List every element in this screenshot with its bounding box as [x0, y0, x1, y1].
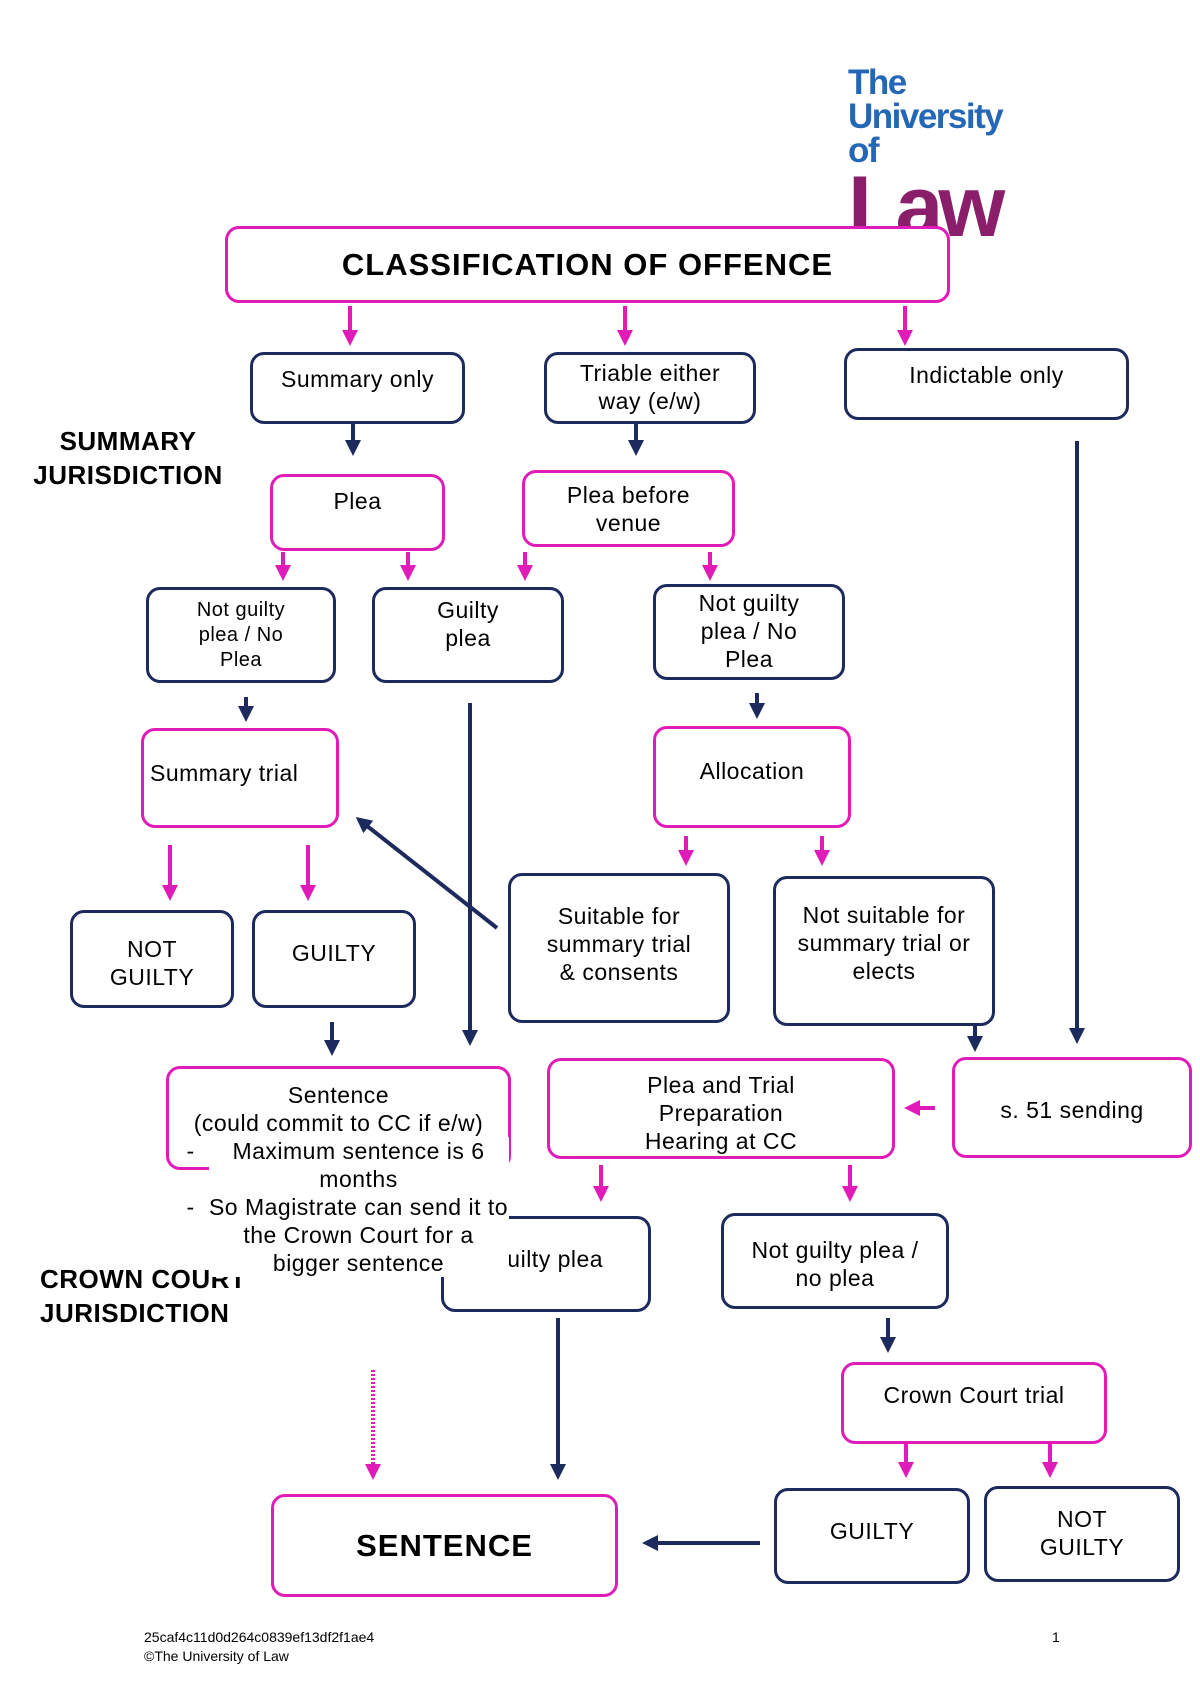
not-guilty-magistrates-node: NOT GUILTY [70, 910, 234, 1008]
sentence-magistrates-bullet-2: -So Magistrate can send it to the Crown … [186, 1194, 509, 1276]
guilty-magistrates-label: GUILTY [291, 940, 377, 966]
allocation-label: Allocation [699, 758, 805, 784]
footer-doc-id: 25caf4c11d0d264c0839ef13df2f1ae4 [144, 1629, 375, 1645]
allocation-node: Allocation [653, 726, 851, 828]
not-guilty-no-plea-summary-node: Not guilty plea / No Plea [146, 587, 336, 683]
classification-of-offence-node: CLASSIFICATION OF OFFENCE [225, 226, 950, 303]
sentence-magistrates-node: Sentence (could commit to CC if e/w) -Ma… [166, 1066, 511, 1277]
not-suitable-for-summary-trial-node: Not suitable for summary trial or elects [773, 876, 995, 1026]
not-guilty-no-plea-summary-label: Not guilty plea / No Plea [196, 599, 286, 671]
sentence-magistrates-title: Sentence (could commit to CC if e/w) [193, 1082, 484, 1136]
crown-court-trial-node: Crown Court trial [841, 1362, 1107, 1444]
not-guilty-plea-crown-court-node: Not guilty plea / no plea [721, 1213, 949, 1309]
classification-of-offence-label: CLASSIFICATION OF OFFENCE [341, 246, 834, 282]
guilty-crown-court-node: GUILTY [774, 1488, 970, 1584]
indictable-only-label: Indictable only [909, 362, 1064, 388]
guilty-crown-court-label: GUILTY [829, 1518, 915, 1544]
indictable-only-node: Indictable only [844, 348, 1129, 420]
triable-either-way-node: Triable either way (e/w) [544, 352, 756, 424]
not-guilty-magistrates-label: NOT GUILTY [109, 936, 195, 990]
plea-and-trial-preparation-hearing-label: Plea and Trial Preparation Hearing at CC [644, 1072, 798, 1154]
sentence-final-node: SENTENCE [271, 1494, 618, 1597]
footer-copyright: ©The University of Law [144, 1648, 289, 1664]
guilty-magistrates-node: GUILTY [252, 910, 416, 1008]
sentence-magistrates-bullet-1: -Maximum sentence is 6 months [186, 1138, 485, 1192]
crown-court-trial-label: Crown Court trial [883, 1382, 1065, 1408]
plea-before-venue-node: Plea before venue [522, 470, 735, 547]
not-guilty-no-plea-either-way-node: Not guilty plea / No Plea [653, 584, 845, 680]
summary-jurisdiction-label: SUMMARY JURISDICTION [33, 426, 223, 490]
not-guilty-plea-crown-court-label: Not guilty plea / no plea [751, 1237, 919, 1291]
sentence-magistrates-bullets: -Maximum sentence is 6 months -So Magist… [186, 1137, 509, 1277]
logo-line-university-of: University of [848, 97, 1004, 170]
not-guilty-crown-court-node: NOT GUILTY [984, 1486, 1180, 1582]
s51-sending-node: s. 51 sending [952, 1057, 1192, 1158]
triable-either-way-label: Triable either way (e/w) [579, 360, 721, 414]
arrow-suitable-summarytrial [355, 817, 499, 930]
plea-before-venue-label: Plea before venue [566, 482, 691, 536]
sentence-final-label: SENTENCE [356, 1527, 533, 1563]
not-suitable-for-summary-trial-label: Not suitable for summary trial or elects [797, 902, 971, 984]
suitable-for-summary-trial-node: Suitable for summary trial & consents [508, 873, 730, 1023]
guilty-plea-magistrates-label: Guilty plea [437, 597, 499, 651]
not-guilty-crown-court-label: NOT GUILTY [1039, 1506, 1125, 1560]
suitable-for-summary-trial-label: Suitable for summary trial & consents [546, 903, 692, 985]
summary-only-label: Summary only [281, 366, 434, 392]
logo-line-the: The [848, 63, 907, 102]
crown-court-jurisdiction-label: CROWN COURT JURISDICTION [40, 1264, 247, 1328]
guilty-plea-magistrates-node: Guilty plea [372, 587, 564, 683]
plea-and-trial-preparation-hearing-node: Plea and Trial Preparation Hearing at CC [547, 1058, 895, 1159]
university-of-law-logo: The University of Law [848, 63, 1038, 250]
summary-trial-node: Summary trial [141, 728, 339, 828]
s51-sending-label: s. 51 sending [1000, 1097, 1144, 1123]
summary-trial-label: Summary trial [150, 760, 299, 786]
plea-label: Plea [333, 488, 382, 514]
summary-only-node: Summary only [250, 352, 465, 424]
plea-node: Plea [270, 474, 445, 551]
footer-page-number: 1 [1052, 1629, 1060, 1645]
not-guilty-no-plea-either-way-label: Not guilty plea / No Plea [698, 590, 800, 672]
